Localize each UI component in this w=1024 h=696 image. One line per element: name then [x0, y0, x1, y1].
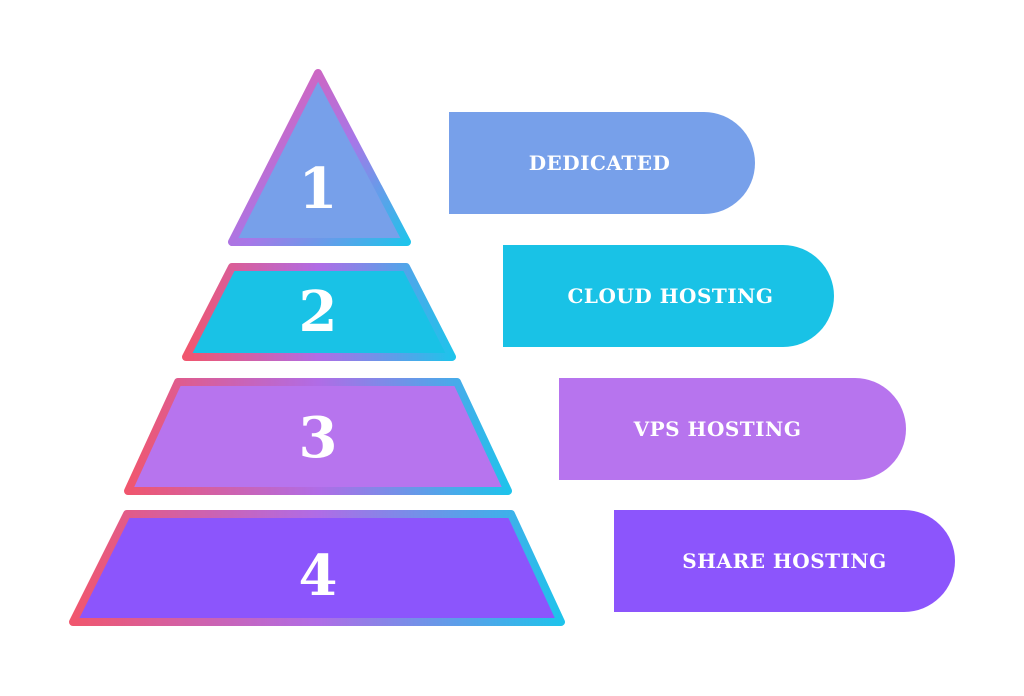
tier-2-number: 2 [299, 279, 338, 345]
tier-4-shape [69, 510, 565, 626]
tier-2-label: CLOUD HOSTING [567, 284, 774, 308]
tier-1-label-pill: DEDICATED [449, 112, 755, 214]
tier-1-number: 1 [299, 156, 338, 222]
tier-1-label: DEDICATED [528, 151, 671, 175]
tier-3-number: 3 [299, 405, 338, 471]
tier-2-shape [182, 263, 456, 361]
tier-4-number: 4 [299, 543, 338, 609]
tier-3-shape [124, 378, 512, 495]
tier-4-label: SHARE HOSTING [682, 549, 887, 573]
tier-1-shape [228, 69, 411, 246]
tier-4-label-pill: SHARE HOSTING [614, 510, 955, 612]
tier-3-label: VPS HOSTING [633, 417, 802, 441]
tier-2-label-pill: CLOUD HOSTING [503, 245, 834, 347]
tier-3-label-pill: VPS HOSTING [559, 378, 906, 480]
